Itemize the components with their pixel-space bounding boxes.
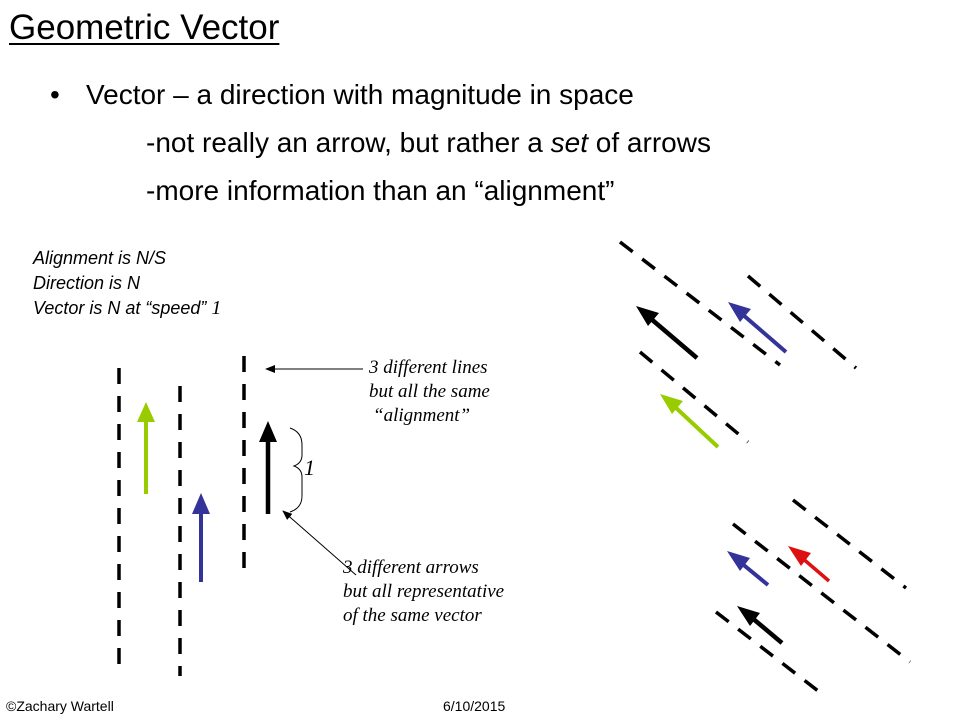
arrows-annotation-line: 3 different arrows [343, 557, 479, 578]
subitem-text: -more information than an “alignment” [146, 175, 615, 206]
magnitude-label: 1 [304, 455, 315, 480]
vector-speed-value: 1 [211, 297, 222, 319]
dashed-line-top-2 [746, 274, 858, 370]
bullet-subitem: -more information than an “alignment” [146, 173, 614, 209]
black-small-arrow [737, 606, 784, 645]
alignment-text: Alignment is N/S [33, 248, 167, 268]
black-arrow [259, 421, 277, 514]
bullet-subitem: -not really an arrow, but rather a set o… [146, 125, 711, 161]
green-arrow [137, 402, 155, 494]
dashed-line-bottom-3 [714, 610, 824, 696]
vector-text: Vector is N at “speed” 1 [33, 296, 221, 321]
bullet-dot: • [50, 79, 60, 110]
blue-small-arrow [727, 551, 770, 587]
arrows-annotation-line: of the same vector [343, 605, 482, 626]
dashed-line-top-1 [618, 240, 782, 367]
dashed-line-bottom-2 [731, 522, 912, 664]
subitem-text-prefix: -not really an arrow, but rather a [146, 127, 551, 158]
vector-text-prefix: Vector is N at “speed” [33, 298, 212, 318]
lines-annotation: 3 different lines but all the same “alig… [369, 356, 490, 428]
dashed-line-bottom-1 [791, 498, 908, 590]
blue-diagonal-arrow [728, 302, 788, 354]
lines-annotation-line: “alignment” [373, 405, 471, 426]
subitem-text-suffix: of arrows [588, 127, 711, 158]
lines-annotation-line: 3 different lines [369, 357, 488, 378]
blue-arrow [192, 493, 210, 582]
footer-date: 6/10/2015 [443, 698, 506, 714]
slide-title: Geometric Vector [9, 8, 280, 47]
subitem-emphasis: set [550, 127, 589, 158]
lines-annotation-line: but all the same [369, 381, 490, 402]
pointer-to-arrows [282, 510, 357, 576]
direction-text: Direction is N [33, 273, 141, 293]
bullet-text: Vector – a direction with magnitude in s… [86, 79, 634, 110]
green-diagonal-arrow [660, 394, 720, 449]
vector-info: Alignment is N/S Direction is N Vector i… [33, 246, 221, 321]
red-small-arrow [788, 546, 831, 583]
black-diagonal-arrow [636, 306, 699, 360]
arrows-annotation-line: but all representative [343, 581, 505, 602]
footer-author: ©Zachary Wartell [6, 698, 114, 714]
arrows-annotation: 3 different arrows but all representativ… [343, 556, 504, 628]
magnitude-brace [289, 427, 303, 513]
dashed-line-top-3 [638, 350, 750, 444]
bullet-item: • Vector – a direction with magnitude in … [50, 77, 634, 113]
